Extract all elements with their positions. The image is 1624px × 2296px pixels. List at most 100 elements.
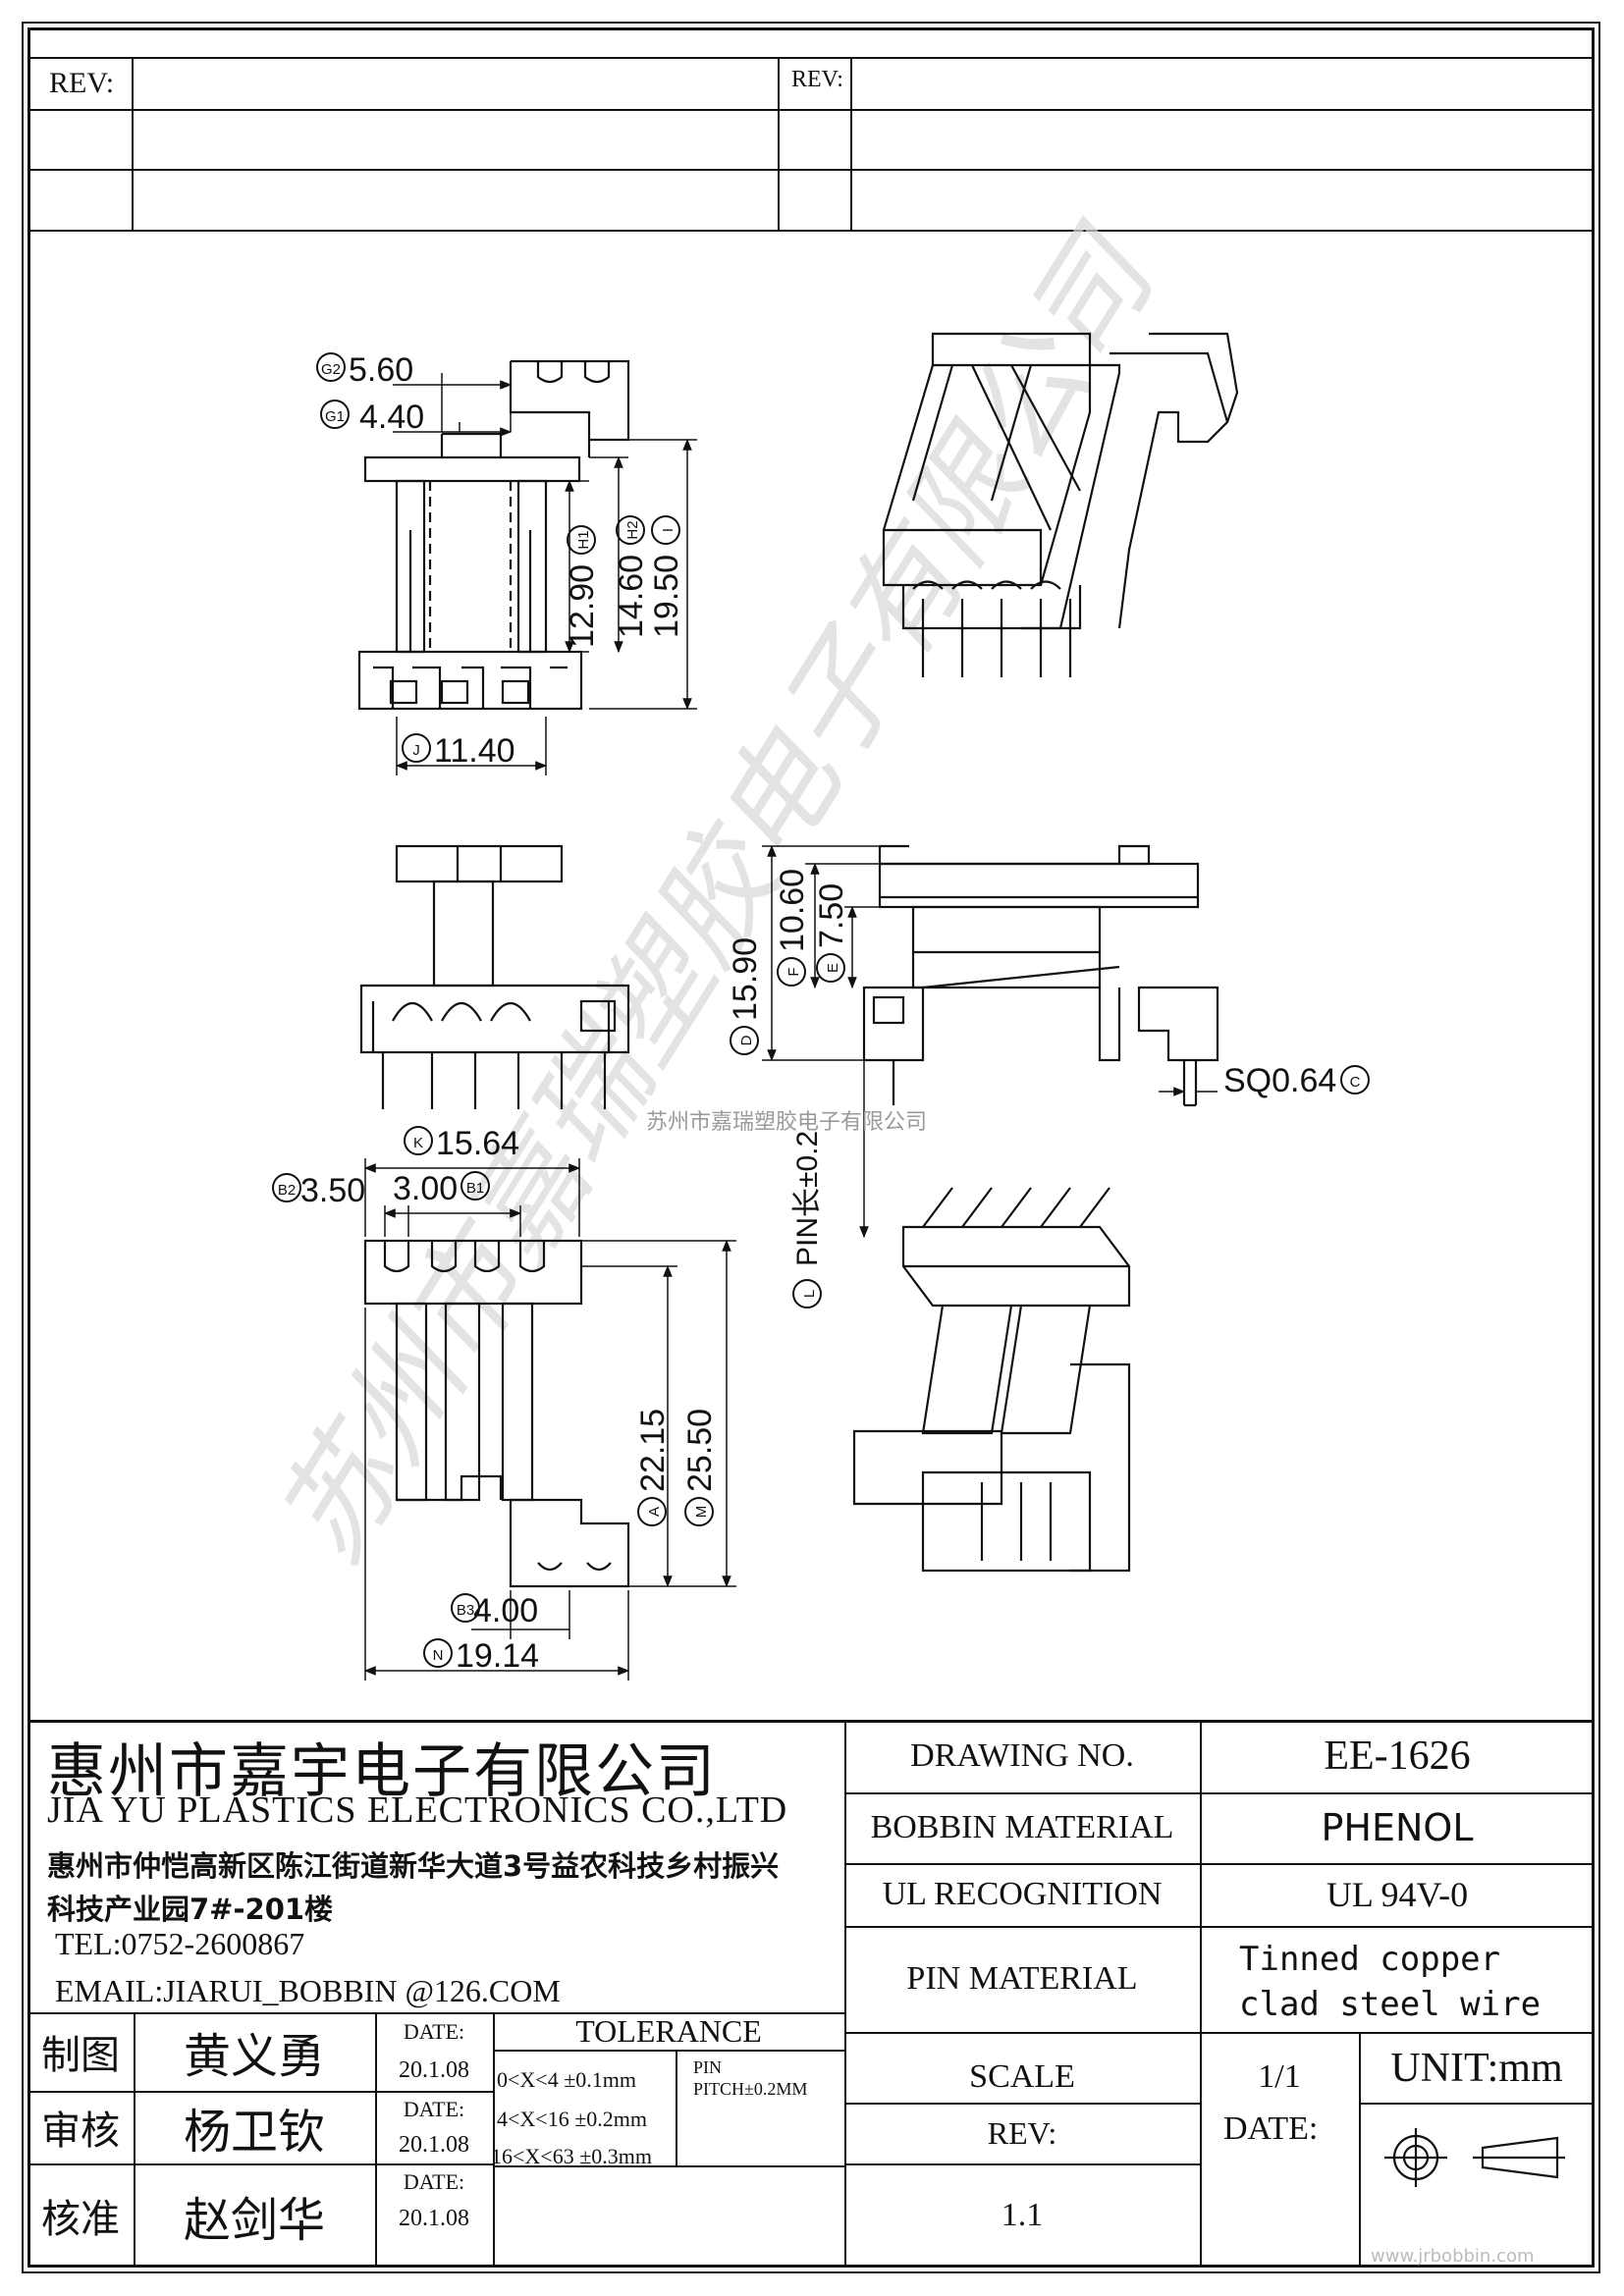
bobbin-material-label: BOBBIN MATERIAL <box>870 1809 1174 1845</box>
svg-text:B3: B3 <box>457 1602 474 1619</box>
svg-text:11.40: 11.40 <box>434 732 515 770</box>
tolerance-row-2: 4<X<16 ±0.2mm <box>497 2107 648 2131</box>
isometric-view-bottom <box>852 1187 1131 1573</box>
end-view-middle <box>862 844 1219 1107</box>
rev-value: 1.1 <box>1001 2197 1044 2233</box>
company-tel: TEL:0752-2600867 <box>55 1926 305 1961</box>
side-view-middle <box>359 844 630 1109</box>
signoff-role-checker: 审核 <box>41 2109 120 2153</box>
bottom-view <box>363 1239 630 1588</box>
pin-material-line-2: clad steel wire <box>1239 1985 1542 2024</box>
dims-front-view-top <box>393 373 697 775</box>
inner-border <box>27 27 1595 2268</box>
tolerance-pitch: PITCH±0.2MM <box>693 2079 808 2099</box>
tolerance-row-3: 16<X<63 ±0.3mm <box>491 2144 653 2168</box>
ul-recognition-label: UL RECOGNITION <box>882 1876 1163 1912</box>
technical-drawing: 苏州市嘉瑞塑胶电子有限公司 <box>252 206 1370 1681</box>
svg-text:G2: G2 <box>321 361 341 378</box>
tolerance-row-1: 0<X<4 ±0.1mm <box>497 2067 637 2092</box>
dim-f: 10.60F <box>774 869 811 987</box>
dim-d: 15.90D <box>727 937 764 1055</box>
drawing-no-label: DRAWING NO. <box>910 1737 1134 1774</box>
dim-j: J 11.40 <box>402 732 515 770</box>
svg-text:G1: G1 <box>325 408 345 425</box>
unit: UNIT:mm <box>1390 2046 1563 2091</box>
dim-b1: 3.00 B1 <box>393 1170 490 1207</box>
scale-value: 1/1 <box>1258 2058 1301 2095</box>
svg-text:C: C <box>1350 1074 1361 1091</box>
svg-text:K: K <box>413 1135 423 1151</box>
projection-symbol-icon <box>1384 2128 1565 2187</box>
rev-label-left: REV: <box>49 67 115 99</box>
dim-h2: 14.60 H2 <box>613 515 650 638</box>
company-address-2: 科技产业园7#-201楼 <box>47 1893 334 1926</box>
isometric-view-top <box>882 332 1239 677</box>
front-view-top <box>357 359 630 711</box>
svg-text:14.60: 14.60 <box>613 555 650 638</box>
dims-end-view <box>762 844 1218 1239</box>
outer-border <box>22 22 1600 2273</box>
footer-url: www.jrbobbin.com <box>1371 2246 1535 2267</box>
company-email: EMAIL:JIARUI_BOBBIN @126.COM <box>55 1973 561 2008</box>
svg-text:L: L <box>801 1290 818 1298</box>
dim-pin-length: PIN长±0.2L <box>791 1131 824 1308</box>
dim-n: N 19.14 <box>423 1637 539 1675</box>
svg-text:D: D <box>738 1035 755 1045</box>
tolerance-pin-label: PIN <box>693 2057 723 2077</box>
svg-text:3.00: 3.00 <box>393 1170 458 1207</box>
dim-g1: G1 4.40 <box>320 399 424 436</box>
svg-text:15.90: 15.90 <box>727 937 764 1021</box>
company-address-1: 惠州市仲恺高新区陈江街道新华大道3号益农科技乡村振兴 <box>47 1849 780 1883</box>
drawing-no: EE-1626 <box>1324 1734 1471 1779</box>
signoff-date-label-checker: DATE: <box>403 2097 465 2121</box>
svg-text:B1: B1 <box>466 1180 484 1197</box>
dim-b3: B34.00 <box>451 1592 538 1629</box>
svg-text:H1: H1 <box>575 530 592 549</box>
svg-text:25.50: 25.50 <box>681 1409 719 1492</box>
svg-text:B2: B2 <box>278 1182 296 1199</box>
rev-label-right: REV: <box>791 67 843 92</box>
dims-bottom-view <box>363 1158 736 1681</box>
svg-text:22.15: 22.15 <box>634 1409 672 1492</box>
svg-text:15.64: 15.64 <box>436 1125 519 1162</box>
signoff-name-checker: 杨卫钦 <box>183 2107 325 2159</box>
svg-text:SQ0.64: SQ0.64 <box>1223 1062 1336 1099</box>
signoff-date-approver: 20.1.08 <box>399 2205 469 2231</box>
svg-text:4.40: 4.40 <box>359 399 424 436</box>
watermark-text: 苏州市嘉瑞塑胶电子有限公司 <box>646 1110 927 1135</box>
svg-text:PIN长±0.2: PIN长±0.2 <box>791 1131 824 1266</box>
svg-text:J: J <box>412 742 420 759</box>
ul-recognition: UL 94V-0 <box>1326 1875 1469 1914</box>
svg-text:F: F <box>785 967 802 976</box>
svg-text:M: M <box>693 1506 710 1519</box>
svg-text:12.90: 12.90 <box>564 564 601 648</box>
svg-text:A: A <box>646 1507 663 1517</box>
svg-text:3.50: 3.50 <box>300 1172 365 1209</box>
signoff-date-drafter: 20.1.08 <box>399 2056 469 2083</box>
svg-text:E: E <box>825 963 841 973</box>
signoff-date-label-drafter: DATE: <box>403 2019 465 2044</box>
svg-text:19.14: 19.14 <box>456 1637 539 1675</box>
bobbin-material: PHENOL <box>1321 1806 1474 1849</box>
dim-a: 22.15A <box>634 1409 672 1526</box>
dim-k: K 15.64 <box>404 1125 519 1162</box>
svg-text:I: I <box>660 528 677 532</box>
svg-text:19.50: 19.50 <box>648 555 685 638</box>
svg-text:7.50: 7.50 <box>813 883 850 948</box>
svg-text:10.60: 10.60 <box>774 869 811 952</box>
svg-text:5.60: 5.60 <box>349 351 413 389</box>
signoff-role-approver: 核准 <box>41 2197 120 2241</box>
signoff-role-drafter: 制图 <box>41 2033 120 2077</box>
dim-sq: SQ0.64 C <box>1223 1062 1370 1099</box>
date-label: DATE: <box>1223 2110 1319 2147</box>
company-name-cn: 惠州市嘉宇电子有限公司 <box>47 1739 717 1804</box>
svg-text:H2: H2 <box>624 520 641 539</box>
svg-text:4.00: 4.00 <box>473 1592 538 1629</box>
signoff-name-approver: 赵剑华 <box>183 2195 325 2247</box>
scale-label: SCALE <box>969 2058 1075 2095</box>
company-name-en: JIA YU PLASTICS ELECTRONICS CO.,LTD <box>47 1789 788 1831</box>
svg-text:N: N <box>433 1647 444 1664</box>
dim-h1: 12.90 H1 <box>564 525 601 648</box>
pin-material-line-1: Tinned copper <box>1239 1940 1501 1979</box>
signoff-name-drafter: 黄义勇 <box>183 2031 325 2083</box>
